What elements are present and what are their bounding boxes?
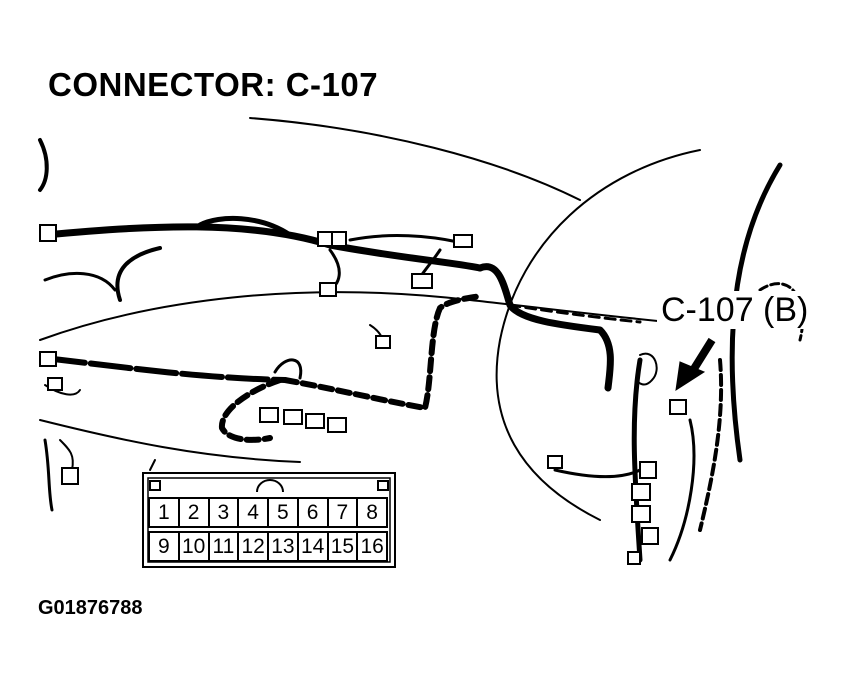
connector-right-stack-a <box>639 461 657 479</box>
upper-harness-branch-c <box>115 246 162 302</box>
pin-row-bottom: 9 10 11 12 13 14 15 16 <box>148 531 388 562</box>
pin-cell: 5 <box>267 497 297 528</box>
lower-harness-loop <box>273 358 303 380</box>
pin-cell: 1 <box>148 497 178 528</box>
upper-harness-drop-left <box>43 271 117 292</box>
connector-right-stack-e <box>627 551 641 565</box>
connector-upper-drop-right <box>411 273 433 289</box>
lower-left-wire <box>43 438 54 512</box>
connector-lower-left-bottom <box>61 467 79 485</box>
connector-c107b <box>669 399 687 415</box>
pin-cell: 10 <box>177 531 208 562</box>
upper-harness-branch-a <box>197 215 293 238</box>
right-harness-vertical-c <box>698 358 724 532</box>
connector-lower-group-c <box>305 413 325 429</box>
connector-upper-center-a <box>317 231 333 247</box>
connector-upper-center-b <box>331 231 347 247</box>
connector-upper-drop-mid <box>319 282 337 297</box>
connector-lower-left-tail <box>47 377 63 391</box>
pin-cell: 13 <box>267 531 297 562</box>
figure-id: G01876788 <box>38 597 143 619</box>
pin-cell: 8 <box>356 497 388 528</box>
lower-left-wire-b <box>59 439 74 471</box>
connector-pin-face: 1 2 3 4 5 6 7 8 9 10 11 12 13 14 15 16 <box>143 470 395 567</box>
pin-cell: 6 <box>296 497 327 528</box>
connector-lower-group-d <box>327 417 347 433</box>
connector-lower-left <box>39 351 57 367</box>
left-panel-curve <box>38 138 49 192</box>
pin-cell: 12 <box>237 531 267 562</box>
pin-cell: 14 <box>296 531 327 562</box>
connector-callout-label: C-107 (B) <box>657 291 813 329</box>
connector-right-stack-d <box>641 527 659 545</box>
connector-right-branch <box>547 455 563 469</box>
right-harness-coil <box>635 352 658 386</box>
pin-cell: 4 <box>237 497 267 528</box>
right-harness-vertical-a <box>631 357 643 563</box>
page-title: CONNECTOR: C-107 <box>48 66 379 103</box>
pin-cell: 16 <box>356 531 388 562</box>
pin-cell: 15 <box>326 531 357 562</box>
right-harness-vertical-b <box>668 418 696 562</box>
upper-harness-to-steering <box>508 303 642 324</box>
dashboard-top-edge <box>249 117 581 201</box>
lower-harness-tape <box>282 293 483 411</box>
pin-cell: 9 <box>148 531 178 562</box>
pin-row-top: 1 2 3 4 5 6 7 8 <box>148 497 388 528</box>
pin-cell: 3 <box>207 497 238 528</box>
connector-lower-group-b <box>283 409 303 425</box>
upper-harness-curl <box>476 263 614 392</box>
connector-upper-left <box>39 224 57 242</box>
upper-harness-main <box>41 223 484 272</box>
right-harness-outer <box>729 162 783 463</box>
connector-right-stack-c <box>631 505 651 523</box>
dashboard-upper-contour <box>39 291 701 341</box>
right-harness-branch <box>553 468 642 479</box>
pin-cell: 2 <box>177 497 208 528</box>
connector-face-lead <box>149 459 156 471</box>
lower-harness-main <box>42 355 288 383</box>
pin-cell: 7 <box>326 497 357 528</box>
connector-upper-right <box>453 234 473 248</box>
steering-column-arc <box>495 149 701 521</box>
connector-right-stack-b <box>631 483 651 501</box>
pin-cell: 11 <box>207 531 238 562</box>
lower-harness-down <box>218 377 283 443</box>
callout-arrow <box>675 337 716 392</box>
connector-small-mid <box>375 335 391 349</box>
upper-harness-branch-b <box>348 234 460 244</box>
dashboard-lower-contour <box>39 419 301 463</box>
connector-lower-group-a <box>259 407 279 423</box>
